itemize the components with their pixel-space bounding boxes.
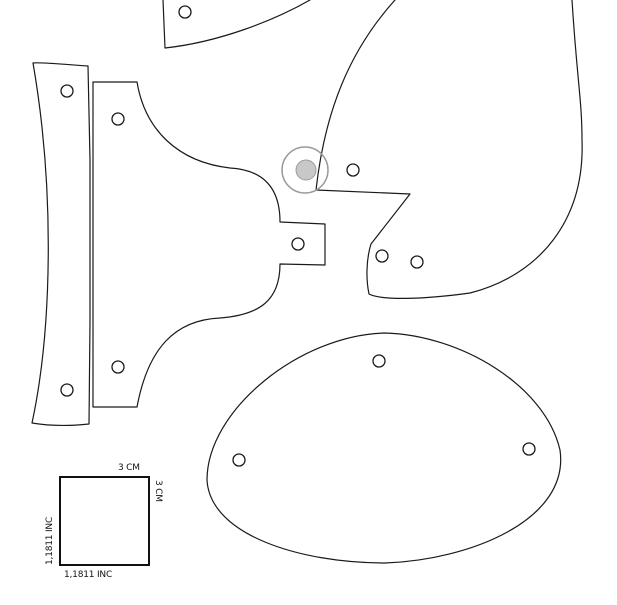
scale-square [59, 476, 150, 566]
piece-oval-outline [206, 332, 562, 564]
piece-left-strap-outline [31, 62, 91, 426]
pattern-piece-center [92, 81, 326, 408]
rivet-hole [111, 360, 125, 374]
scale-label-right: 3 CM [153, 480, 163, 502]
rivet-hole [60, 383, 74, 397]
piece-right-outline [315, 0, 583, 299]
rivet-hole [232, 453, 246, 467]
scale-label-left: 1,1811 INC [45, 517, 55, 565]
cursor-ring [281, 146, 329, 194]
scale-key: 3 CM 3 CM 1,1811 INC 1,1811 INC [45, 463, 163, 580]
pattern-piece-right [315, 0, 583, 299]
rivet-hole [291, 237, 305, 251]
cursor-dot [295, 159, 317, 181]
rivet-hole [60, 84, 74, 98]
pattern-piece-oval [206, 332, 562, 564]
pattern-piece-top [162, 0, 311, 49]
piece-top-outline [162, 0, 311, 49]
rivet-hole [410, 255, 424, 269]
cursor-indicator [281, 146, 329, 194]
rivet-hole [372, 354, 386, 368]
rivet-hole [346, 163, 360, 177]
rivet-hole [375, 249, 389, 263]
piece-center-outline [92, 81, 326, 408]
scale-label-bottom: 1,1811 INC [64, 570, 112, 580]
rivet-hole [111, 112, 125, 126]
rivet-hole [522, 442, 536, 456]
pattern-piece-left-strap [31, 62, 91, 426]
scale-label-top: 3 CM [118, 463, 140, 473]
rivet-hole [178, 5, 192, 19]
